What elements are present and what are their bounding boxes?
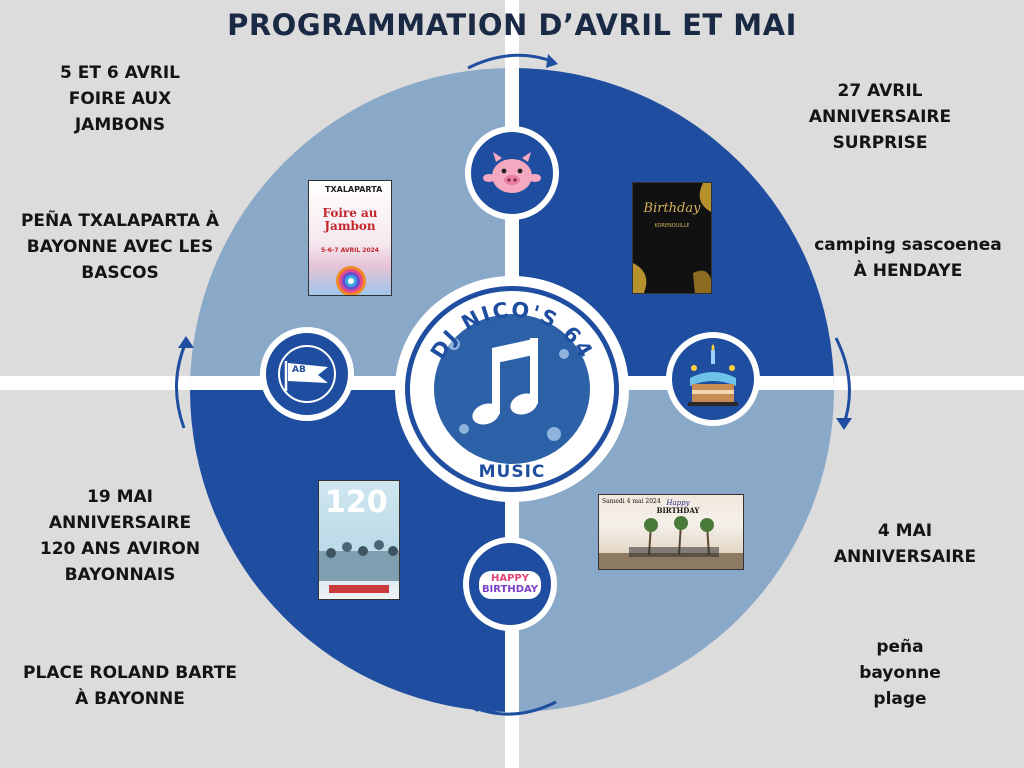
poster-leaf-decoration [633, 183, 711, 293]
event-apr27-place: camping sascoenea À HENDAYE [814, 235, 1002, 281]
flag-icon [271, 338, 343, 410]
poster-aviron-number: 120 [325, 485, 388, 520]
arrow-left-curve [175, 336, 194, 429]
happy-birthday-badge-icon [474, 548, 546, 620]
page-title: PROGRAMMATION D’AVRIL ET MAI [227, 8, 797, 42]
center-logo-text: DJ NICO'S 64 [426, 298, 598, 364]
center-logo: DJ NICO'S 64 MUSIC [380, 276, 644, 502]
poster-foire-rainbow [336, 266, 366, 295]
event-may4-date: 4 MAI [877, 521, 933, 541]
event-apr5-date-name: 5 ET 6 AVRIL FOIRE AUX JAMBONS [30, 60, 210, 138]
poster-foire-title-line2: Jambon [324, 219, 376, 233]
center-logo-disc [434, 314, 590, 464]
arrow-bottom-curve [466, 698, 557, 716]
happy-text: HAPPY [490, 573, 529, 584]
arrow-top-curve [467, 53, 558, 70]
center-logo-sub: MUSIC [478, 462, 546, 482]
poster-aviron-crowd [319, 540, 399, 593]
birthday-cake-icon [677, 343, 749, 415]
event-apr27-date: 27 AVRIL [837, 81, 923, 101]
event-may19-place: PLACE ROLAND BARTE À BAYONNE [23, 663, 237, 709]
happy-birthday-text: HAPPY BIRTHDAY [469, 573, 551, 595]
pig-badge [465, 126, 559, 220]
poster-beach-heading-line2: BIRTHDAY [656, 506, 700, 515]
arrow-right-curve [834, 337, 852, 430]
poster-birthday-dark: Birthday KORENOUILLE [632, 182, 712, 294]
music-note-icon [448, 338, 569, 441]
poster-beach-palms [599, 516, 743, 569]
poster-foire-brand: TXALAPARTA [325, 185, 383, 194]
poster-beach-heading-line1: Happy [666, 499, 690, 507]
poster-foire-date: 5-6-7 AVRIL 2024 [321, 247, 379, 254]
event-apr5-date: 5 ET 6 AVRIL [59, 63, 181, 83]
event-may4-name: ANNIVERSAIRE [833, 547, 977, 567]
event-apr5-name: FOIRE AUX JAMBONS [68, 89, 172, 135]
event-apr27-name: ANNIVERSAIRE SURPRISE [808, 107, 952, 153]
happy-birthday-badge: HAPPY BIRTHDAY [463, 537, 557, 631]
poster-birthday-sub: KORENOUILLE [654, 223, 690, 229]
poster-foire-title-line1: Foire au [322, 206, 378, 220]
event-may19-date: 19 MAI [87, 487, 153, 507]
poster-beach-date: Samedi 4 mai 2024 [602, 498, 661, 505]
event-may4-place: peña bayonne plage [859, 637, 941, 709]
poster-foire-au-jambon: TXALAPARTA Foire au Jambon 5-6-7 AVRIL 2… [308, 180, 392, 296]
poster-beach-birthday: Samedi 4 mai 2024 Happy BIRTHDAY [598, 494, 744, 570]
poster-aviron-120: 120 [318, 480, 400, 600]
poster-foire-title: Foire au Jambon [309, 207, 391, 233]
cake-badge [666, 332, 760, 426]
poster-beach-heading: Happy BIRTHDAY [649, 499, 707, 515]
event-apr5-place: PEÑA TXALAPARTA À BAYONNE AVEC LES BASCO… [20, 211, 220, 283]
svg-text:DJ NICO'S 64: DJ NICO'S 64 [426, 298, 598, 364]
event-apr27-date-name: 27 AVRIL ANNIVERSAIRE SURPRISE [790, 78, 970, 156]
flag-label: AB [292, 365, 306, 375]
flag-badge: AB [260, 327, 354, 421]
event-may19-date-name: 19 MAI ANNIVERSAIRE 120 ANS AVIRON BAYON… [20, 484, 220, 588]
event-may19-name: ANNIVERSAIRE 120 ANS AVIRON BAYONNAIS [39, 513, 201, 585]
pig-icon [476, 137, 548, 209]
center-logo-brand: DJ NICO'S 64 [426, 298, 596, 364]
event-may4-date-name: 4 MAI ANNIVERSAIRE [810, 518, 1000, 570]
poster-birthday-title: Birthday [643, 201, 701, 216]
birthday-text: BIRTHDAY [481, 584, 539, 595]
